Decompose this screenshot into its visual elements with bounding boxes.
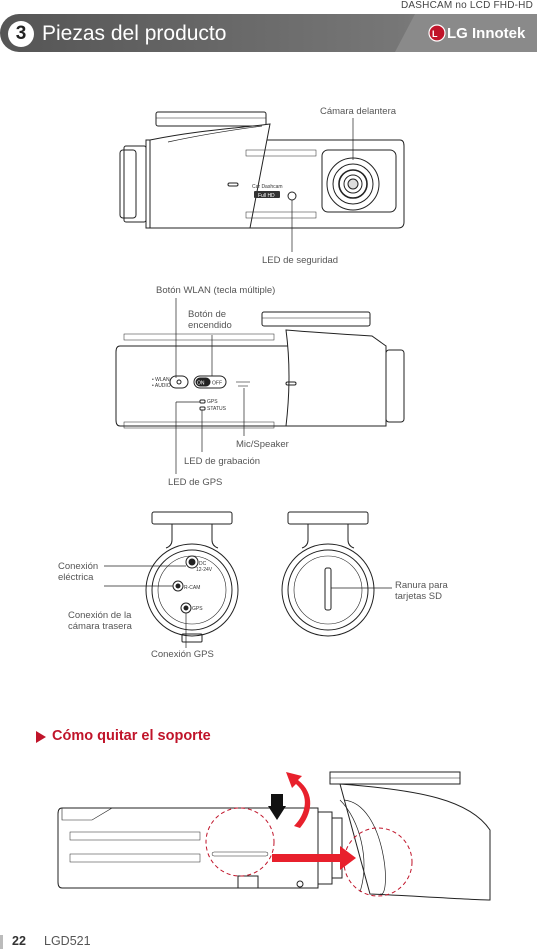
- model-name: LGD521: [44, 934, 91, 948]
- section-title: Piezas del producto: [42, 22, 227, 45]
- label-gps-led: LED de GPS: [168, 477, 223, 488]
- label-rear-camera-line1: Conexión de la: [68, 610, 132, 621]
- banner-shape: L: [0, 14, 537, 52]
- subsection-bullet-icon: [36, 731, 46, 743]
- removal-arrows: [272, 772, 356, 870]
- slide-arrow: [272, 846, 356, 870]
- label-power-button-line2: encendido: [188, 320, 232, 331]
- rotate-arrow: [286, 772, 311, 828]
- footer-bar: [0, 935, 3, 949]
- device-text-wlan: • WLAN: [152, 377, 170, 383]
- page-number: 22: [12, 934, 26, 948]
- dc-power-port: [185, 555, 199, 569]
- document-title: DASHCAM no LCD FHD-HD: [401, 0, 533, 11]
- label-recording-led: LED de grabación: [184, 456, 261, 467]
- device-text-off: OFF: [212, 381, 222, 387]
- device-text-audio: • AUDIO: [152, 383, 171, 389]
- label-security-led: LED de seguridad: [262, 255, 339, 266]
- subsection-title: Cómo quitar el soporte: [52, 728, 211, 744]
- device-text-dc: DC: [199, 561, 207, 567]
- label-power-connection-line2: eléctrica: [58, 572, 94, 583]
- power-switch: [193, 375, 227, 389]
- label-rear-camera-line2: cámara trasera: [68, 621, 132, 632]
- wlan-button: [169, 375, 189, 389]
- gps-led: [199, 399, 206, 404]
- mount-plate-removal: [329, 771, 461, 785]
- label-wlan-button: Botón WLAN (tecla múltiple): [156, 285, 276, 296]
- device-text-voltage: 12-24V: [196, 567, 213, 573]
- label-sd-slot-line2: tarjetas SD: [395, 591, 442, 602]
- rear-panel-left: [145, 543, 239, 637]
- rear-panel-right: [281, 543, 375, 637]
- sd-card-slot: [324, 567, 332, 611]
- side-vent-grill: [123, 333, 275, 429]
- label-mic-speaker: Mic/Speaker: [236, 439, 289, 450]
- front-vent-grill: [245, 149, 317, 219]
- device-text-dashcam: Car Dashcam: [252, 184, 283, 190]
- status-led: [199, 406, 206, 411]
- section-number-badge: 3: [8, 21, 34, 47]
- section-banner: L: [0, 14, 537, 52]
- device-text-gps: GPS: [207, 399, 218, 405]
- label-sd-slot-line1: Ranura para: [395, 580, 448, 591]
- device-text-gps-port: GPS: [192, 606, 203, 612]
- label-gps-connection: Conexión GPS: [151, 649, 214, 660]
- device-text-on: ON: [197, 381, 205, 387]
- device-text-status: STATUS: [207, 406, 227, 412]
- label-power-connection-line1: Conexión: [58, 561, 99, 572]
- label-front-camera: Cámara delantera: [320, 106, 397, 117]
- svg-text:L: L: [432, 29, 438, 39]
- mount-plate-side: [261, 311, 371, 327]
- security-led: [287, 191, 297, 201]
- mount-plate-front: [155, 111, 267, 127]
- label-power-button-line1: Botón de: [188, 309, 227, 320]
- press-down-arrow: [268, 806, 286, 820]
- mount-removal-illustration: [57, 771, 491, 901]
- device-text-rcam: R-CAM: [184, 585, 200, 591]
- brand-logo: LG Innotek: [447, 25, 526, 42]
- device-text-fullhd: Full HD: [258, 193, 275, 199]
